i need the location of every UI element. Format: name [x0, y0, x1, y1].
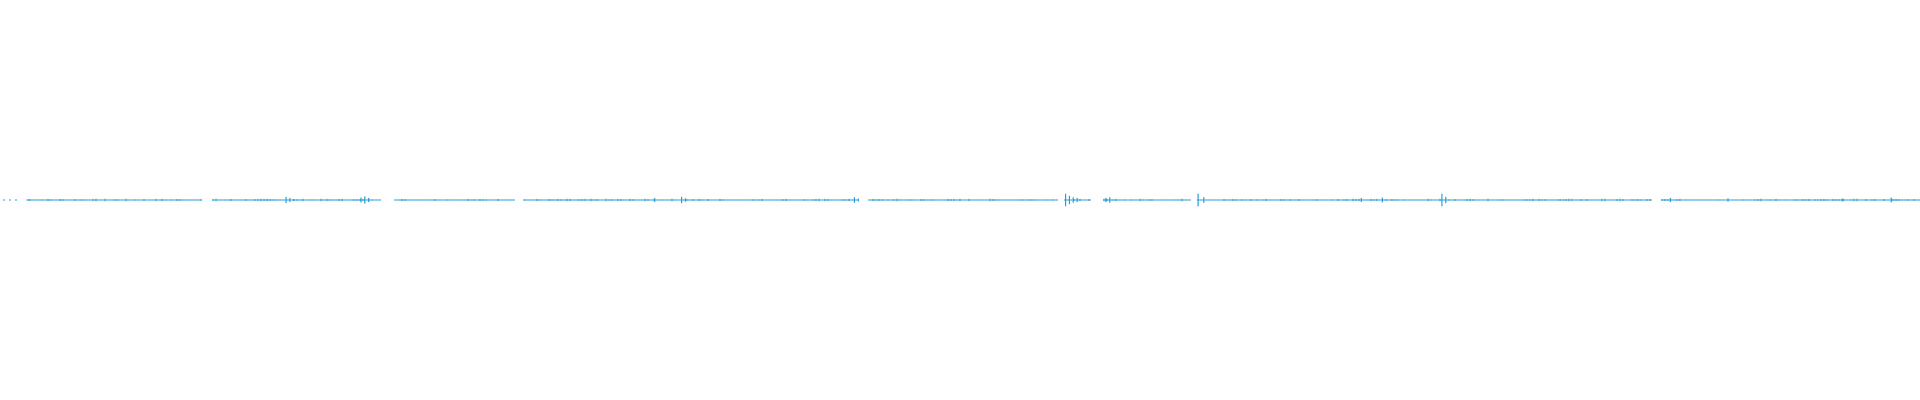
waveform[interactable]: [0, 0, 1920, 400]
waveform-canvas[interactable]: [0, 0, 1920, 400]
